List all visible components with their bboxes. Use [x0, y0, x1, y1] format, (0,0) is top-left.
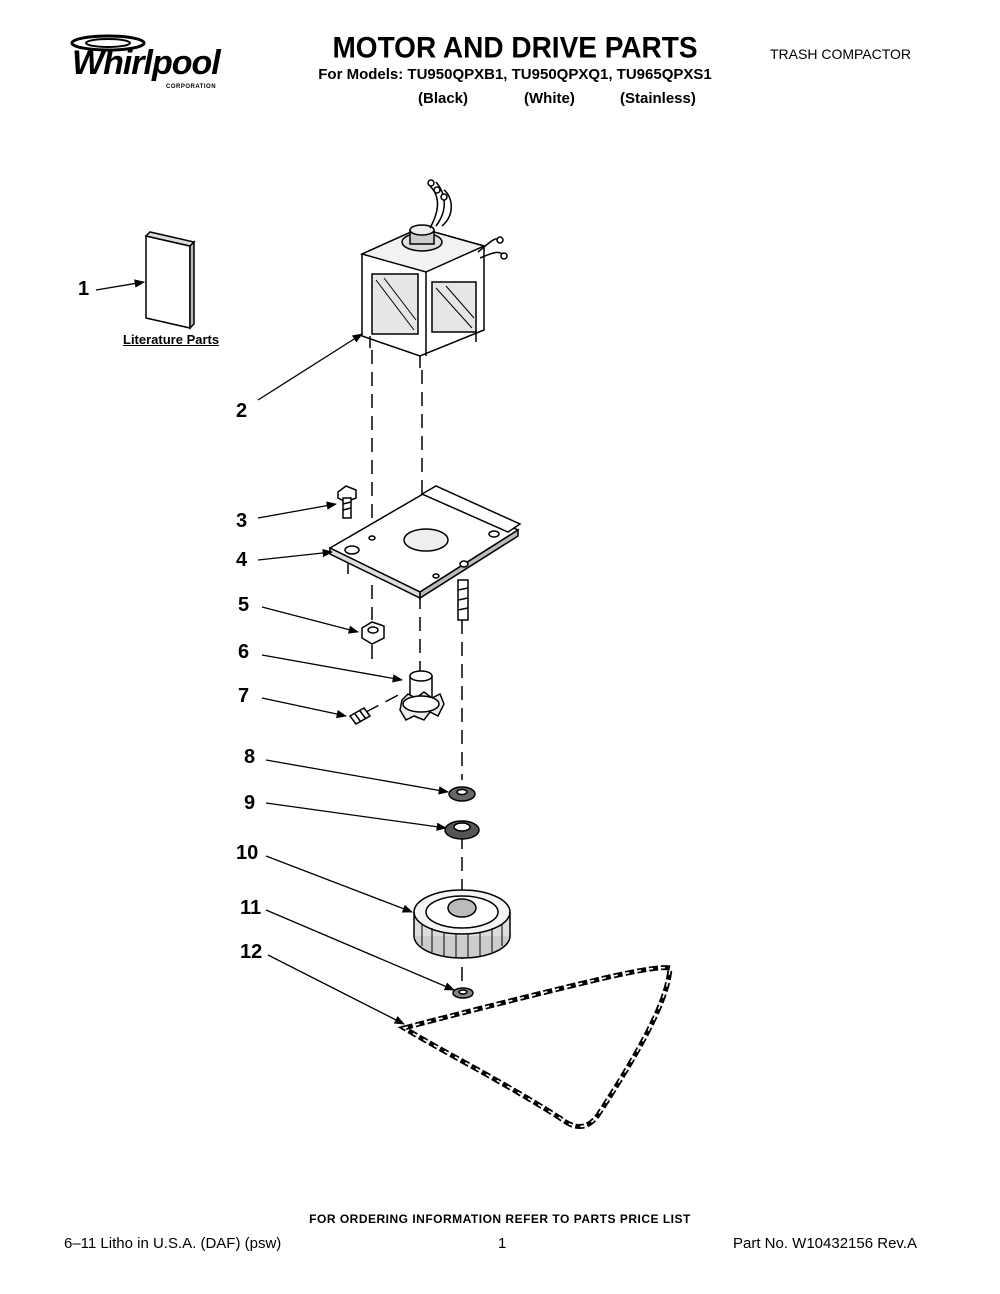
brand-name: Whirlpool	[72, 44, 221, 82]
page-number: 1	[498, 1235, 507, 1252]
set-screw	[348, 707, 372, 725]
logo-swirl-icon	[70, 34, 146, 52]
color-black: (Black)	[418, 90, 469, 107]
mounting-bracket	[328, 485, 522, 600]
literature-booklet	[144, 231, 196, 330]
litho-info: 6–11 Litho in U.S.A. (DAF) (psw)	[64, 1235, 282, 1252]
nut	[361, 621, 385, 645]
callout-5: 5	[238, 594, 250, 616]
page-title: MOTOR AND DRIVE PARTS	[332, 31, 698, 64]
callout-10: 10	[236, 842, 259, 864]
leader-arrows	[95, 279, 455, 1025]
motor	[359, 179, 508, 368]
drive-chain-inner	[402, 966, 671, 1128]
bearing	[444, 820, 480, 840]
literature-parts-label: Literature Parts	[123, 332, 220, 347]
model-list: For Models: TU950QPXB1, TU950QPXQ1, TU96…	[318, 66, 712, 83]
callout-7: 7	[238, 685, 250, 707]
callout-4: 4	[236, 549, 248, 571]
alignment-lines	[347, 350, 463, 985]
callout-8: 8	[244, 746, 256, 768]
washer	[448, 786, 476, 802]
color-stainless: (Stainless)	[620, 90, 696, 107]
callout-1: 1	[78, 278, 90, 300]
callout-9: 9	[244, 792, 256, 814]
retaining-clip	[452, 987, 474, 999]
color-white: (White)	[524, 90, 575, 107]
ordering-note: FOR ORDERING INFORMATION REFER TO PARTS …	[309, 1212, 691, 1226]
screw	[337, 485, 357, 519]
callout-12: 12	[240, 941, 263, 963]
callout-3: 3	[236, 510, 248, 532]
part-number: Part No. W10432156 Rev.A	[733, 1235, 917, 1252]
callout-6: 6	[238, 641, 250, 663]
drive-sprocket	[399, 670, 445, 721]
callout-11: 11	[240, 897, 262, 919]
stud	[457, 579, 469, 621]
brand-subtitle: CORPORATION	[166, 84, 217, 90]
product-category: TRASH COMPACTOR	[770, 46, 912, 62]
large-sprocket	[413, 889, 511, 959]
drive-chain	[397, 965, 673, 1129]
callout-2: 2	[236, 400, 248, 422]
